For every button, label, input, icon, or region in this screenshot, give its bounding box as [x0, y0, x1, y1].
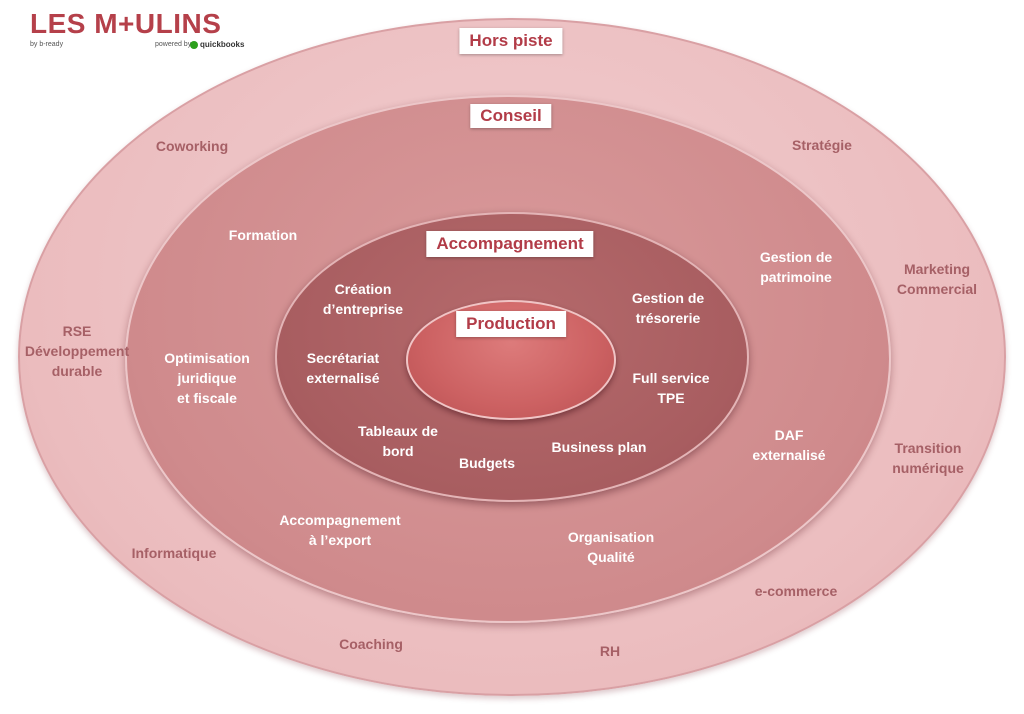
full-service-label: Full service TPE	[632, 370, 710, 406]
tableaux-bord-label: Tableaux de bord	[358, 423, 438, 459]
quickbooks-logo: quickbooks	[190, 40, 244, 49]
gestion-patrimoine-label: Gestion de patrimoine	[759, 249, 833, 285]
ecommerce-label: e-commerce	[754, 583, 838, 599]
business-plan-label: Business plan	[551, 439, 647, 455]
export-label: Accompagnement à l’export	[279, 512, 401, 548]
secretariat-label: Secrétariat externalisé	[306, 350, 380, 386]
quickbooks-text: quickbooks	[200, 40, 245, 49]
coaching-label: Coaching	[339, 636, 403, 652]
formation-label: Formation	[228, 227, 298, 243]
qualite-label: Organisation Qualité	[567, 529, 655, 565]
creation-entreprise-label: Création d’entreprise	[322, 281, 404, 317]
les-moulins-logo: LES M+ULINS by b-ready powered by quickb…	[30, 8, 245, 52]
optimisation-label: Optimisation juridique et fiscale	[164, 350, 250, 406]
budgets-label: Budgets	[459, 455, 515, 471]
logo-wordmark: LES M+ULINS	[30, 8, 222, 39]
transition-numerique-label: Transition numérique	[892, 440, 964, 476]
logo-by-text: by b-ready	[30, 41, 64, 48]
marketing-label: Marketing Commercial	[896, 261, 978, 297]
daf-label: DAF externalisé	[752, 427, 826, 463]
production-ring	[406, 300, 616, 420]
conseil-title: Conseil	[470, 104, 552, 128]
informatique-label: Informatique	[131, 545, 217, 561]
gestion-tresorerie-label: Gestion de trésorerie	[631, 290, 705, 326]
rh-label: RH	[599, 643, 621, 659]
production-title: Production	[456, 311, 566, 337]
strategie-label: Stratégie	[792, 137, 852, 153]
rse-label: RSE Développement durable	[24, 323, 130, 379]
accompagnement-title: Accompagnement	[426, 231, 594, 257]
coworking-label: Coworking	[155, 138, 229, 154]
logo-powered-text: powered by	[155, 41, 192, 48]
hors-piste-title: Hors piste	[459, 28, 563, 54]
quickbooks-icon	[190, 40, 198, 49]
